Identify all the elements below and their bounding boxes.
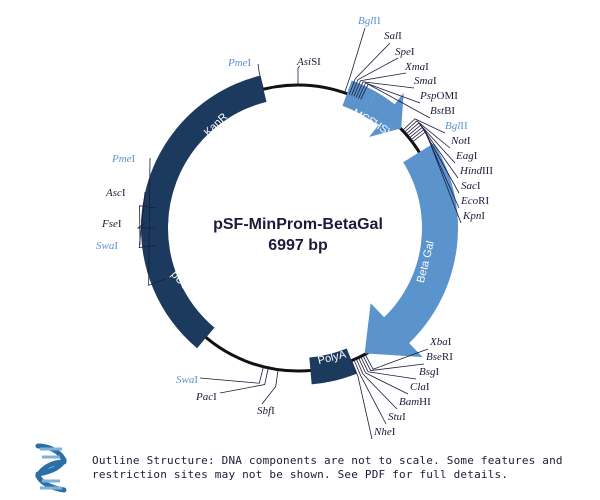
site-label: NotI xyxy=(450,135,471,147)
feature-hsv-tk[interactable] xyxy=(363,92,404,138)
site-leader-line xyxy=(362,355,425,371)
site-label: SwaI xyxy=(96,240,118,252)
site-leader-line xyxy=(348,42,391,95)
site-leader-line xyxy=(364,348,429,370)
site-label: StuI xyxy=(388,411,406,423)
site-label: EcoRI xyxy=(460,195,489,207)
site-leader-line xyxy=(360,356,417,380)
site-label: BseRI xyxy=(426,351,453,363)
site-leader-line xyxy=(219,367,269,394)
site-leader-line xyxy=(351,360,373,440)
site-leader-line xyxy=(404,120,451,149)
site-leader-line xyxy=(257,63,264,90)
site-label: PmeI xyxy=(111,153,136,165)
feature-beta-gal[interactable] xyxy=(364,143,458,358)
restriction-sites: AsiSI BglII SalI SpeI XmaI SmaI PspOMI B… xyxy=(96,15,493,438)
site-label: SmaI xyxy=(414,75,437,87)
site-label: NheI xyxy=(373,426,396,438)
site-label: BglII xyxy=(358,15,381,27)
dna-logo-icon xyxy=(35,443,67,493)
site-leader-line xyxy=(410,128,460,209)
site-label: KpnI xyxy=(462,210,485,222)
site-label: BstBI xyxy=(430,105,455,117)
site-leader-line xyxy=(407,124,459,179)
site-leader-line xyxy=(360,83,431,119)
site-leader-line xyxy=(355,358,398,410)
site-label: FseI xyxy=(101,218,122,230)
footer-disclaimer: Outline Structure: DNA components are no… xyxy=(92,454,563,481)
site-leader-line xyxy=(138,191,157,248)
site-label: BsgI xyxy=(419,366,440,378)
site-leader-line xyxy=(199,366,264,384)
site-label: XmaI xyxy=(404,61,429,73)
site-leader-line xyxy=(358,357,409,395)
feature-polya[interactable] xyxy=(309,348,357,385)
site-label: BglII xyxy=(445,120,468,132)
site-leader-line xyxy=(351,57,399,96)
site-label: PacI xyxy=(195,391,217,403)
site-leader-line xyxy=(405,122,456,164)
site-leader-line xyxy=(411,131,462,224)
site-leader-line xyxy=(297,65,301,85)
site-label: AsiSI xyxy=(296,56,321,68)
site-leader-line xyxy=(402,118,446,134)
site-label: AscI xyxy=(105,187,126,199)
plasmid-name: pSF-MinProm-BetaGal xyxy=(213,216,383,233)
site-label: SpeI xyxy=(395,46,415,58)
site-label: PspOMI xyxy=(419,90,458,102)
site-label: HindIII xyxy=(459,165,493,177)
site-label: SalI xyxy=(384,30,402,42)
site-leader-line xyxy=(139,205,157,246)
feature-puc-origin[interactable] xyxy=(141,217,215,349)
site-leader-line xyxy=(148,157,165,286)
feature-kanr[interactable] xyxy=(141,75,267,224)
site-leader-line xyxy=(408,126,460,194)
site-label: SacI xyxy=(461,180,481,192)
site-leader-line xyxy=(353,359,387,425)
site-leader-line xyxy=(344,27,366,93)
site-label: PmeI xyxy=(227,57,252,69)
site-leader-line xyxy=(353,72,407,97)
restriction-site-lines xyxy=(136,27,462,440)
site-leader-line xyxy=(261,369,279,405)
site-label: EagI xyxy=(455,150,478,162)
site-label: SwaI xyxy=(176,374,198,386)
site-leader-line xyxy=(358,82,421,104)
site-label: ClaI xyxy=(410,381,430,393)
site-label: SbfI xyxy=(257,405,275,417)
site-label: XbaI xyxy=(429,336,452,348)
site-leader-line xyxy=(355,81,415,98)
plasmid-size: 6997 bp xyxy=(268,237,328,254)
site-label: BamHI xyxy=(399,396,431,408)
